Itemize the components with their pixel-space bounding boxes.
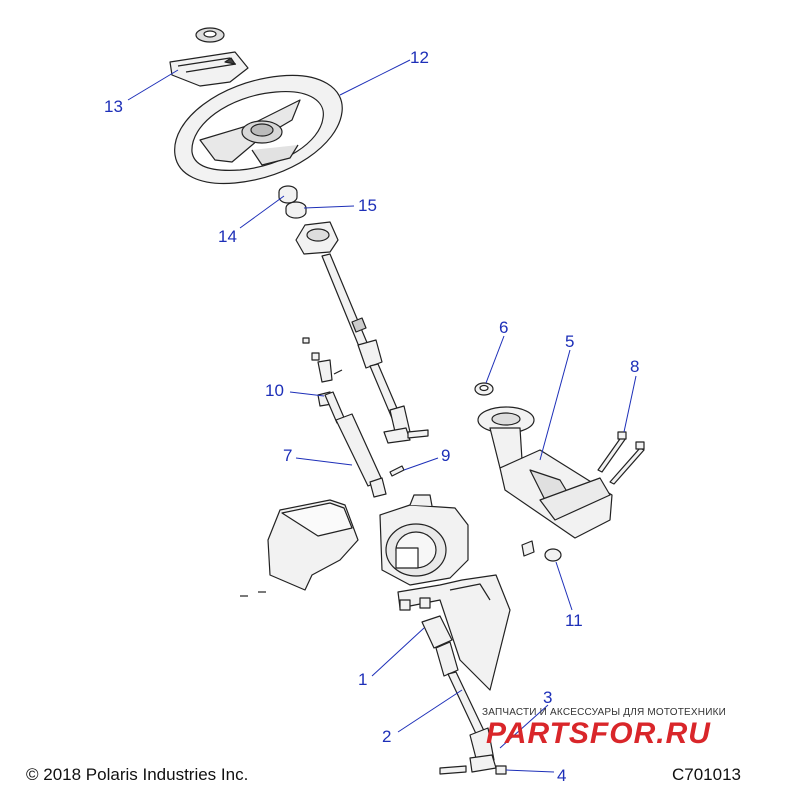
leader-3 <box>499 704 549 749</box>
document-number: C701013 <box>672 765 742 784</box>
callout-13: 13 <box>104 97 123 116</box>
leader-5 <box>539 349 571 461</box>
callout-15: 15 <box>358 196 377 215</box>
part-7-steering-damper <box>324 391 387 498</box>
callout-7: 7 <box>283 446 293 465</box>
leader-9 <box>403 457 439 471</box>
part-10-damper-mount <box>302 337 343 407</box>
callout-3: 3 <box>543 688 553 707</box>
part-13-steering-cover <box>169 27 249 87</box>
leader-1 <box>371 627 425 677</box>
leader-15 <box>303 205 355 209</box>
part-8-bolts <box>597 431 645 485</box>
leader-6 <box>485 335 505 384</box>
column-cover <box>240 499 359 597</box>
leader-13 <box>127 69 179 101</box>
upper-steering-shaft <box>295 221 429 444</box>
leader-4 <box>505 769 555 773</box>
leader-12 <box>339 59 411 96</box>
part-1-upper-u-joint <box>421 615 459 677</box>
part-4-bolt <box>439 765 507 775</box>
callout-2: 2 <box>382 727 392 746</box>
callout-1: 1 <box>358 670 368 689</box>
watermark-logo: PARTSFOR.RU <box>486 717 711 750</box>
callout-9: 9 <box>441 446 451 465</box>
callout-14: 14 <box>218 227 237 246</box>
lower-mount-bracket <box>397 574 511 691</box>
watermark-tagline: ЗАПЧАСТИ И АКСЕССУАРЫ ДЛЯ МОТОТЕХНИКИ <box>482 707 727 718</box>
part-14-nut <box>278 185 298 204</box>
leader-11 <box>555 561 573 611</box>
part-3-lower-u-joint <box>469 727 497 773</box>
leader-7 <box>295 457 353 466</box>
leader-14 <box>239 195 285 229</box>
part-5-tilt-bracket <box>477 406 613 539</box>
callout-5: 5 <box>565 332 575 351</box>
callout-12: 12 <box>410 48 429 67</box>
callout-4: 4 <box>557 766 567 785</box>
callout-8: 8 <box>630 357 640 376</box>
copyright-notice: © 2018 Polaris Industries Inc. <box>26 765 249 784</box>
callout-11: 11 <box>565 611 583 630</box>
part-11-nuts <box>521 540 562 562</box>
leader-10 <box>289 391 325 397</box>
part-15-bushing <box>285 201 307 219</box>
part-9-bolt <box>389 465 405 477</box>
leader-8 <box>623 375 637 433</box>
power-steering-unit <box>379 494 469 586</box>
callout-6: 6 <box>499 318 509 337</box>
part-6-grommet <box>474 382 494 396</box>
callout-10: 10 <box>265 381 284 400</box>
part-2-intermediate-shaft <box>447 671 487 739</box>
part-12-steering-wheel <box>174 74 343 185</box>
leader-2 <box>397 689 463 733</box>
